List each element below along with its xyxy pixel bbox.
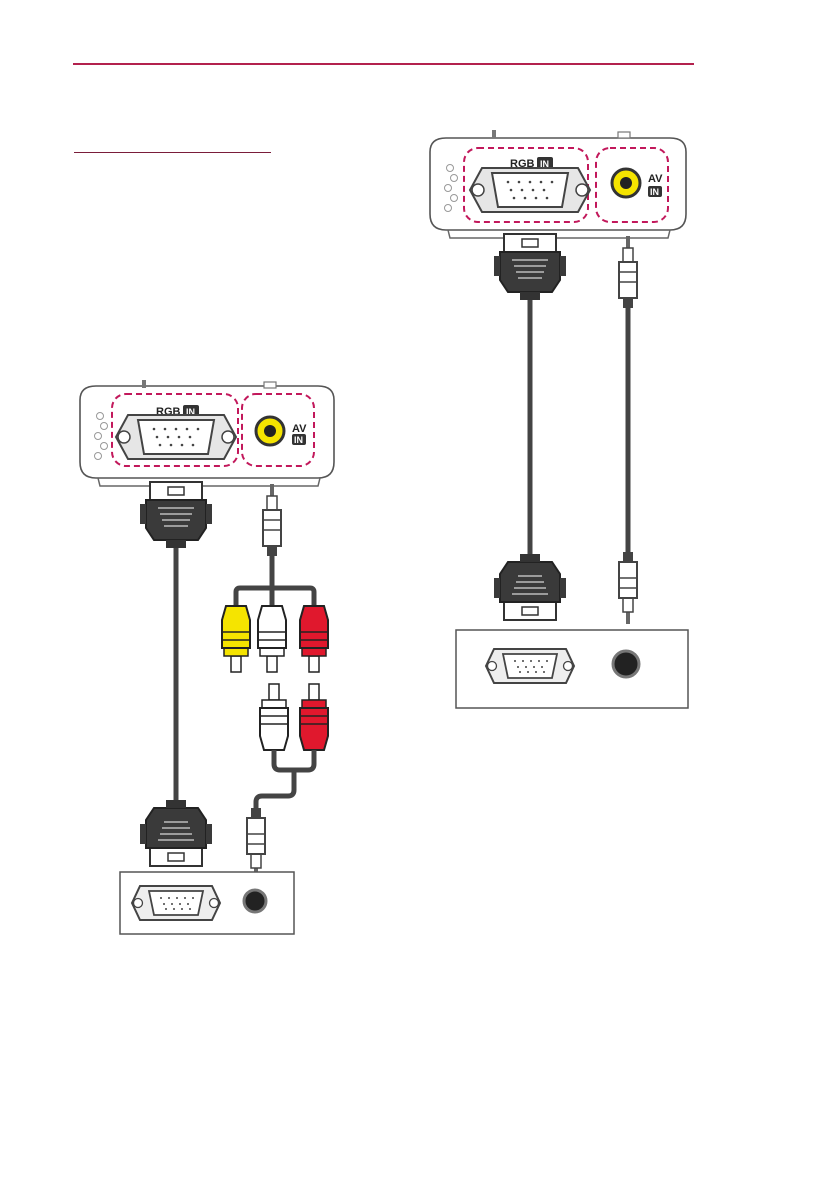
right-diagram: RGB IN AV IN — [430, 130, 688, 708]
right-audio-cable — [619, 236, 637, 624]
left-av-label: AV — [292, 423, 307, 435]
rca-plug-red — [300, 606, 328, 672]
svg-text:IN: IN — [650, 187, 659, 197]
left-vga-cable — [140, 482, 212, 866]
right-projector: RGB IN AV IN — [430, 130, 686, 238]
rca-plug-yellow — [222, 606, 250, 672]
rca-plug-white — [258, 606, 286, 672]
left-device-audio-port — [244, 890, 266, 912]
left-diagram: RGB IN AV IN — [80, 380, 334, 934]
left-source-device — [120, 872, 294, 934]
left-av-cable — [222, 484, 328, 880]
right-vga-cable — [494, 234, 566, 620]
left-device-vga-port — [132, 886, 220, 920]
right-device-vga-port — [486, 649, 574, 683]
right-source-device — [456, 630, 688, 708]
svg-text:IN: IN — [294, 435, 303, 445]
right-rgb-port — [470, 168, 590, 212]
left-rgb-port — [116, 415, 236, 459]
left-projector: RGB IN AV IN — [80, 380, 334, 486]
right-device-audio-port — [613, 651, 639, 677]
rca-plug-white-2 — [260, 684, 288, 750]
right-av-label: AV — [648, 173, 663, 185]
rca-plug-red-2 — [300, 684, 328, 750]
